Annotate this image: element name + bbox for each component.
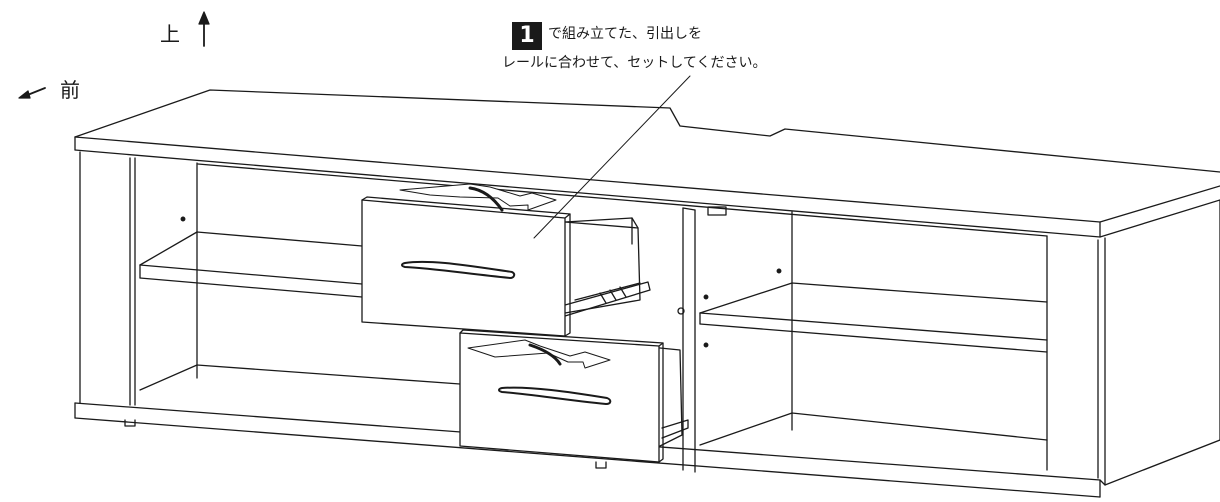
upper-drawer-rail xyxy=(564,281,651,317)
step-number-badge: 1 xyxy=(512,22,542,50)
instruction-line-1: で組み立てた、引出しを xyxy=(548,26,702,42)
leader-line xyxy=(533,75,691,239)
lower-drawer-handle xyxy=(498,386,612,405)
front-arrow-icon xyxy=(18,87,46,99)
upper-drawer-body xyxy=(564,221,641,314)
up-arrow-icon xyxy=(198,11,210,47)
instruction-note: 1 で組み立てた、引出しを xyxy=(512,22,702,50)
upper-drawer-front xyxy=(361,199,566,337)
right-shelf xyxy=(699,282,1048,314)
upper-drawer-handle xyxy=(401,260,516,279)
instruction-line-2: レールに合わせて、セットしてください。 xyxy=(502,55,767,71)
lower-drawer-rail xyxy=(661,419,689,439)
up-label: 上 xyxy=(160,22,180,46)
top-panel xyxy=(74,89,1220,173)
top-panel-front-edge xyxy=(74,136,1220,223)
left-shelf xyxy=(139,231,363,266)
upper-insert-arrow xyxy=(399,183,557,211)
front-label: 前 xyxy=(60,78,80,102)
lower-drawer-body xyxy=(659,347,683,447)
lower-insert-arrow xyxy=(467,339,611,369)
